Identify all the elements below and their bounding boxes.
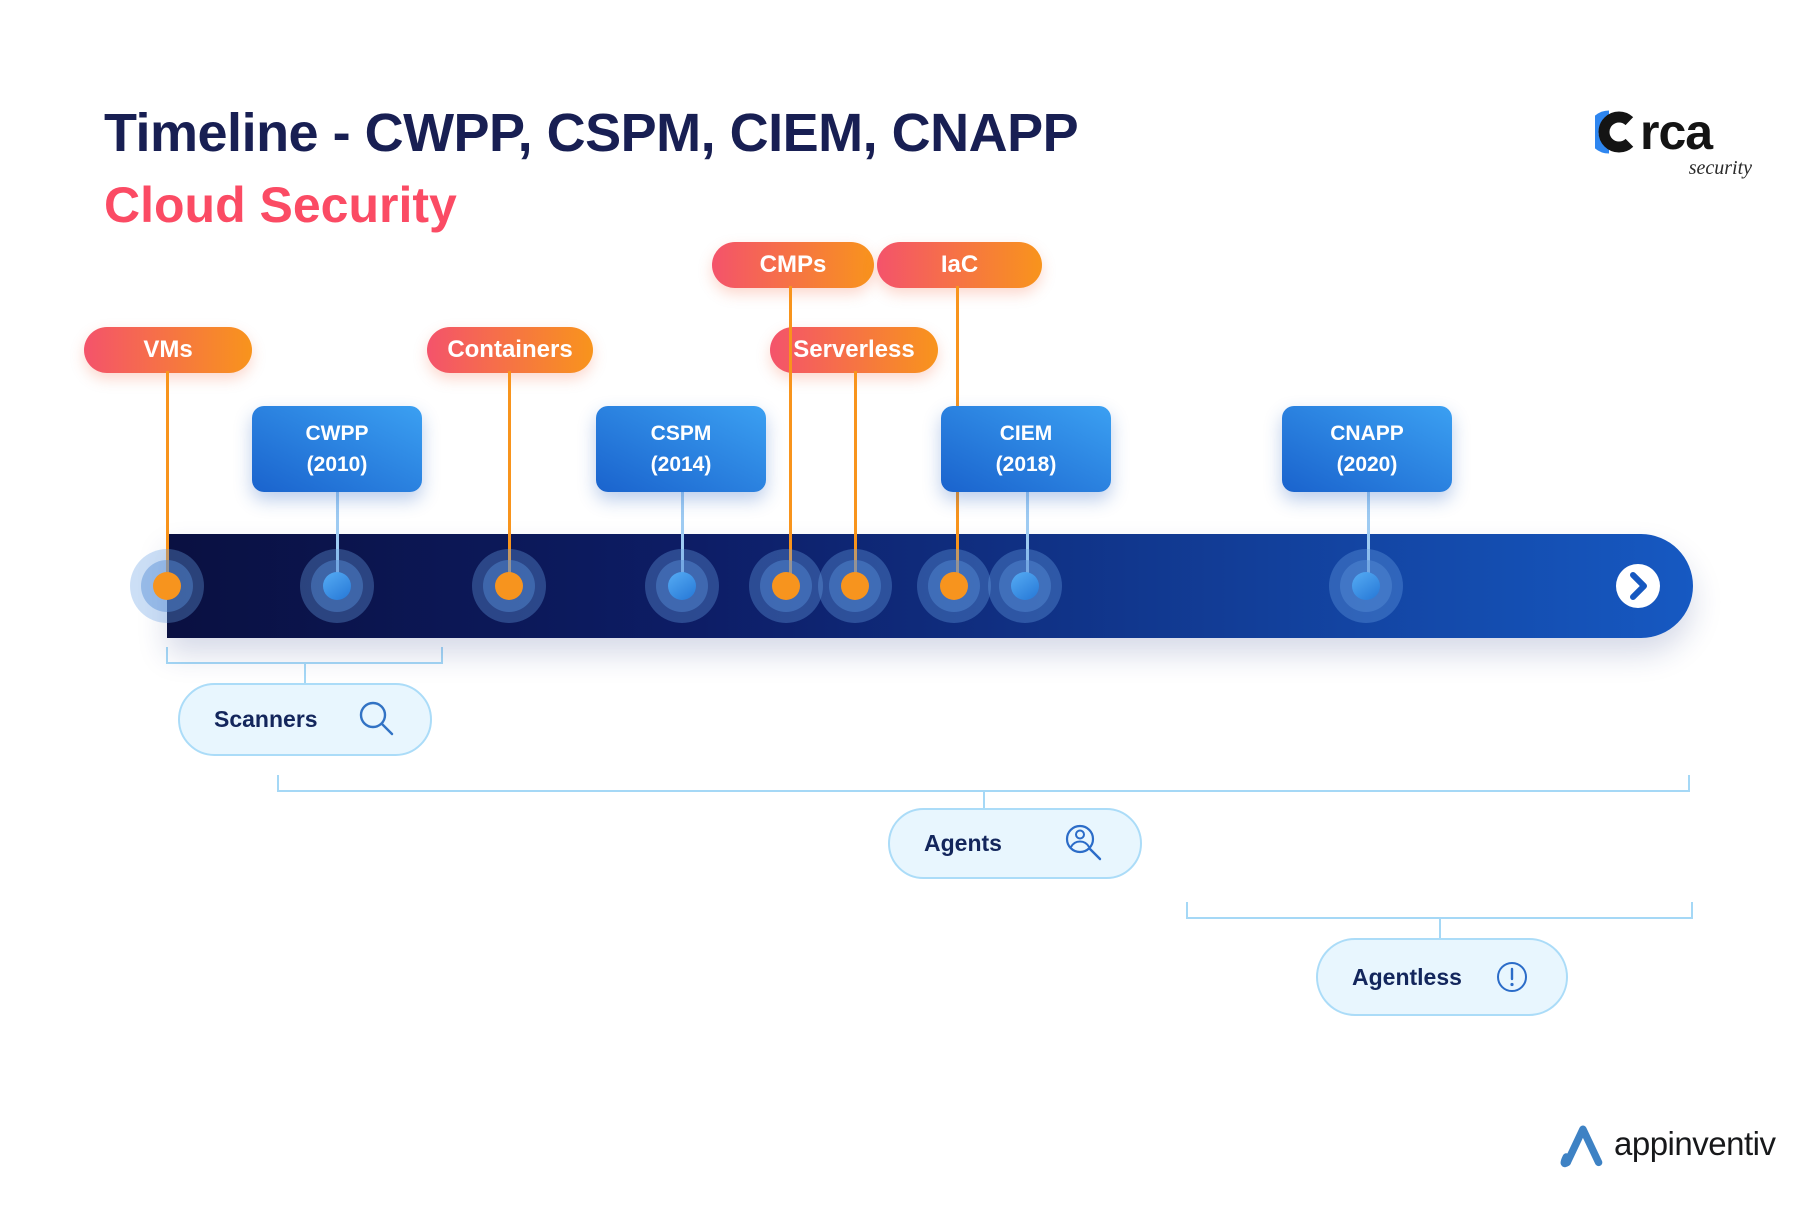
containers-dot: [472, 549, 546, 623]
chevron-right-icon: [1630, 572, 1647, 600]
tag-label: Containers: [447, 336, 573, 363]
dot-core: [772, 572, 800, 600]
agents-bracket-drop: [983, 790, 985, 808]
cmps-dot: [749, 549, 823, 623]
cspm-connector-line: [681, 490, 684, 587]
dot-halo: [1340, 560, 1392, 612]
dot-halo: [483, 560, 535, 612]
dot-halo: [656, 560, 708, 612]
page-title: Timeline - CWPP, CSPM, CIEM, CNAPP: [104, 103, 1079, 163]
dot-halo: [999, 560, 1051, 612]
tag-label: IaC: [940, 251, 979, 278]
dot-halo: [141, 560, 193, 612]
agentless-bracket-drop: [1439, 917, 1441, 938]
dot-core: [153, 572, 181, 600]
dot-halo: [928, 560, 980, 612]
orca-o-black-ring: [1598, 111, 1640, 153]
appinventiv-mark: [1560, 1125, 1603, 1168]
agentless-bracket-right-tick: [1691, 902, 1693, 918]
dot-halo: [760, 560, 812, 612]
cwpp-connector-line: [336, 490, 339, 587]
scanners-bracket-drop: [304, 662, 306, 683]
cspm-dot: [645, 549, 719, 623]
milestone-year: (2020): [1336, 453, 1398, 476]
group-pill-agentless: Agentless: [1316, 938, 1568, 1016]
orca-tagline: security: [1689, 157, 1752, 179]
tag-pill-vms: VMs: [84, 327, 252, 373]
tag-label: CMPs: [759, 251, 827, 278]
appinventiv-wordmark: appinventiv: [1614, 1125, 1776, 1162]
page-subtitle: Cloud Security: [104, 177, 457, 233]
cnapp-dot: [1329, 549, 1403, 623]
milestone-box-cwpp: CWPP (2010): [252, 406, 422, 492]
ciem-dot: [988, 549, 1062, 623]
agents-bracket-right-tick: [1688, 775, 1690, 791]
iac-dot: [917, 549, 991, 623]
milestone-box-cnapp: CNAPP (2020): [1282, 406, 1452, 492]
containers-connector-line: [508, 371, 511, 587]
magnifier-icon: [359, 701, 394, 735]
milestone-label: CIEM: [999, 421, 1053, 445]
milestone-year: (2018): [995, 453, 1057, 476]
group-pill-agents: Agents: [888, 808, 1142, 879]
tag-pill-serverless: Serverless: [770, 327, 938, 373]
tag-pill-iac: IaC: [877, 242, 1042, 288]
dot-core: [1352, 572, 1380, 600]
milestone-label: CNAPP: [1330, 421, 1404, 445]
dot-core: [940, 572, 968, 600]
ciem-connector-line: [1026, 490, 1029, 587]
scanners-bracket-right-tick: [441, 647, 443, 663]
tag-label: VMs: [143, 336, 193, 363]
cnapp-connector-line: [1367, 490, 1370, 587]
serverless-connector-line: [854, 371, 857, 587]
milestone-label: CSPM: [650, 421, 712, 445]
dot-core: [323, 572, 351, 600]
group-label: Scanners: [214, 706, 318, 732]
tag-label: Serverless: [793, 336, 915, 363]
milestone-year: (2014): [650, 453, 712, 476]
dot-core: [1011, 572, 1039, 600]
dot-core: [495, 572, 523, 600]
orca-wordmark: rca: [1640, 104, 1714, 160]
group-label: Agents: [924, 830, 1002, 856]
cwpp-dot: [300, 549, 374, 623]
alert-circle-icon: [1497, 962, 1527, 992]
cmps-connector-line: [789, 286, 792, 587]
tag-pill-cmps: CMPs: [712, 242, 874, 288]
scanners-bracket-left-tick: [166, 647, 168, 663]
agents-bracket-left-tick: [277, 775, 279, 791]
tag-pill-containers: Containers: [427, 327, 593, 373]
group-pill-scanners: Scanners: [178, 683, 432, 756]
vms-dot: [130, 549, 204, 623]
dot-core: [841, 572, 869, 600]
agentless-bracket-left-tick: [1186, 902, 1188, 918]
dot-halo: [829, 560, 881, 612]
vms-connector-line: [166, 371, 169, 587]
orca-logo-graphic: rca security: [1587, 104, 1752, 179]
milestone-box-ciem: CIEM (2018): [941, 406, 1111, 492]
serverless-dot: [818, 549, 892, 623]
milestone-box-cspm: CSPM (2014): [596, 406, 766, 492]
user-search-icon: [1065, 824, 1102, 860]
appinventiv-logo: appinventiv: [1558, 1120, 1776, 1168]
orca-security-logo: rca security: [1587, 94, 1755, 189]
timeline-bar: [167, 534, 1693, 638]
milestone-label: CWPP: [305, 421, 369, 445]
timeline-end-cap: [1616, 564, 1660, 608]
milestone-year: (2010): [306, 453, 368, 476]
dot-halo: [311, 560, 363, 612]
dot-core: [668, 572, 696, 600]
group-label: Agentless: [1352, 963, 1462, 990]
